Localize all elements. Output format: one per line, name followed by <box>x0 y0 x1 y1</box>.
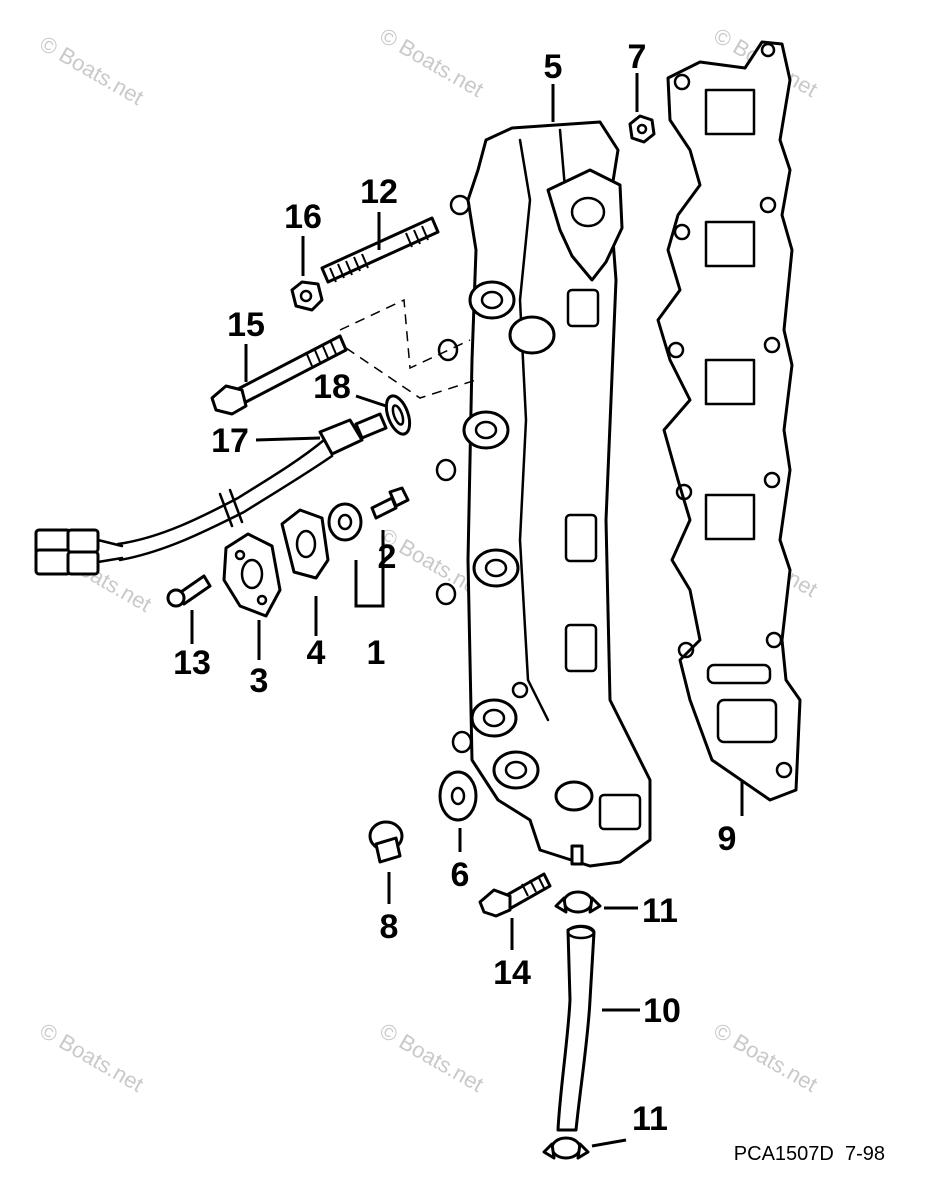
hose-clamp-part-11-lower[interactable] <box>542 1136 590 1160</box>
callout-18: 18 <box>313 368 351 406</box>
watermark-2: © Boats.net <box>376 23 488 102</box>
diagram-code: PCA1507D 7-98 <box>734 1143 885 1165</box>
gasket-part-9[interactable] <box>656 40 802 802</box>
callout-7: 7 <box>628 38 647 76</box>
callout-15: 15 <box>227 306 265 344</box>
manifold-part-5[interactable] <box>435 120 652 868</box>
callout-11-lower: 11 <box>632 1100 668 1138</box>
watermark-7: © Boats.net <box>36 1018 148 1097</box>
cover-part-3[interactable] <box>222 532 282 618</box>
assembly-lines <box>339 298 477 399</box>
callout-1: 1 <box>367 634 386 672</box>
callout-11-upper: 11 <box>642 892 678 930</box>
callout-10: 10 <box>643 992 681 1030</box>
bolt-part-14[interactable] <box>478 872 552 918</box>
hose-part-10[interactable] <box>556 924 596 1132</box>
gasket-part-4[interactable] <box>280 508 330 580</box>
flange-nut-part-16[interactable] <box>290 280 324 312</box>
callout-2: 2 <box>378 538 397 576</box>
callout-12: 12 <box>360 173 398 211</box>
callout-8: 8 <box>380 908 399 946</box>
callout-14: 14 <box>493 954 531 992</box>
screw-part-2[interactable] <box>370 486 410 520</box>
washer-part-18[interactable] <box>382 393 414 437</box>
callout-3: 3 <box>250 662 269 700</box>
plug-part-8[interactable] <box>368 820 404 864</box>
watermark-1: © Boats.net <box>36 31 148 110</box>
callout-labels: 5 7 12 16 15 18 17 2 1 4 3 13 9 6 8 14 1… <box>173 38 736 1138</box>
callout-9: 9 <box>718 820 737 858</box>
callout-5: 5 <box>544 48 563 86</box>
watermark-9: © Boats.net <box>710 1018 822 1097</box>
watermark-8: © Boats.net <box>376 1018 488 1097</box>
callout-6: 6 <box>451 856 470 894</box>
callout-16: 16 <box>284 198 322 236</box>
washer-part-6[interactable] <box>438 770 478 822</box>
callout-4: 4 <box>307 634 326 672</box>
sensor-part-17[interactable] <box>34 412 388 576</box>
callout-13: 13 <box>173 644 211 682</box>
leader-lines <box>190 73 744 1148</box>
hose-clamp-part-11-upper[interactable] <box>554 890 602 914</box>
screw-part-13[interactable] <box>166 574 212 608</box>
bolt-part-15[interactable] <box>210 334 348 416</box>
nut-part-7[interactable] <box>628 114 656 144</box>
washer-part-1[interactable] <box>327 502 363 542</box>
callout-17: 17 <box>211 422 249 460</box>
